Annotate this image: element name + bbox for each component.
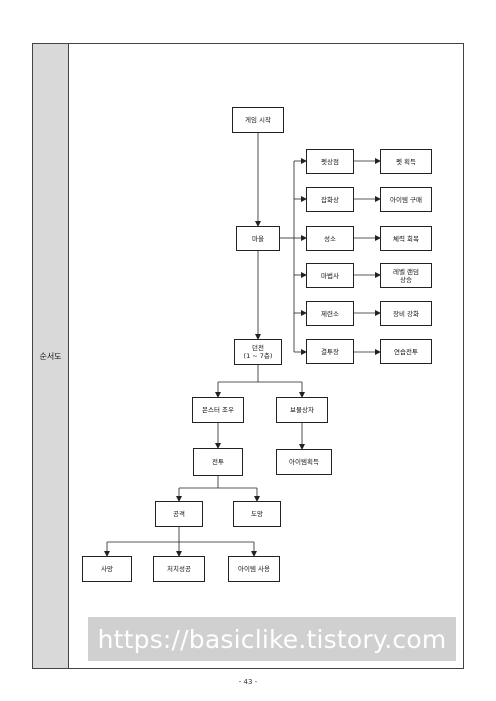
node-item-get: 아이템획득 bbox=[276, 449, 332, 475]
node-smithy: 제련소 bbox=[306, 301, 354, 326]
node-kill-success: 처치성공 bbox=[153, 556, 205, 582]
node-hp-recover: 체력 회복 bbox=[380, 226, 432, 251]
node-village: 마을 bbox=[236, 226, 280, 251]
node-game-start: 게임 시작 bbox=[232, 107, 284, 133]
side-label-cell: 순서도 bbox=[33, 44, 69, 668]
node-dungeon: 던전 (1 ~ 7층) bbox=[234, 339, 282, 365]
node-attack: 공격 bbox=[155, 501, 203, 527]
node-death: 사망 bbox=[82, 556, 132, 582]
node-mage: 마법사 bbox=[306, 263, 354, 288]
node-item-use: 아이템 사용 bbox=[228, 556, 280, 582]
watermark-text: https://basiclike.tistory.com bbox=[97, 624, 447, 654]
node-battle: 전투 bbox=[193, 448, 243, 476]
node-general-store: 잡화상 bbox=[306, 187, 354, 212]
node-pet-shop: 펫상점 bbox=[306, 149, 354, 174]
node-escape: 도망 bbox=[233, 501, 281, 527]
node-item-buy: 아이템 구매 bbox=[380, 187, 432, 212]
node-gear-upgrade: 장비 강화 bbox=[380, 301, 432, 326]
side-label: 순서도 bbox=[39, 351, 62, 361]
document-frame: 순서도 bbox=[32, 43, 464, 669]
node-arena: 결투장 bbox=[306, 339, 354, 364]
node-pet-get: 펫 획득 bbox=[380, 149, 432, 174]
node-treasure-chest: 보물상자 bbox=[276, 397, 328, 423]
node-level-random: 레벨 랜덤 상승 bbox=[380, 263, 432, 288]
page-number: - 43 - bbox=[238, 678, 258, 686]
node-practice-battle: 연습전투 bbox=[380, 339, 432, 364]
node-monster-encounter: 몬스터 조우 bbox=[192, 397, 244, 423]
node-shrine: 성소 bbox=[306, 226, 354, 251]
watermark-band: https://basiclike.tistory.com bbox=[88, 617, 456, 661]
